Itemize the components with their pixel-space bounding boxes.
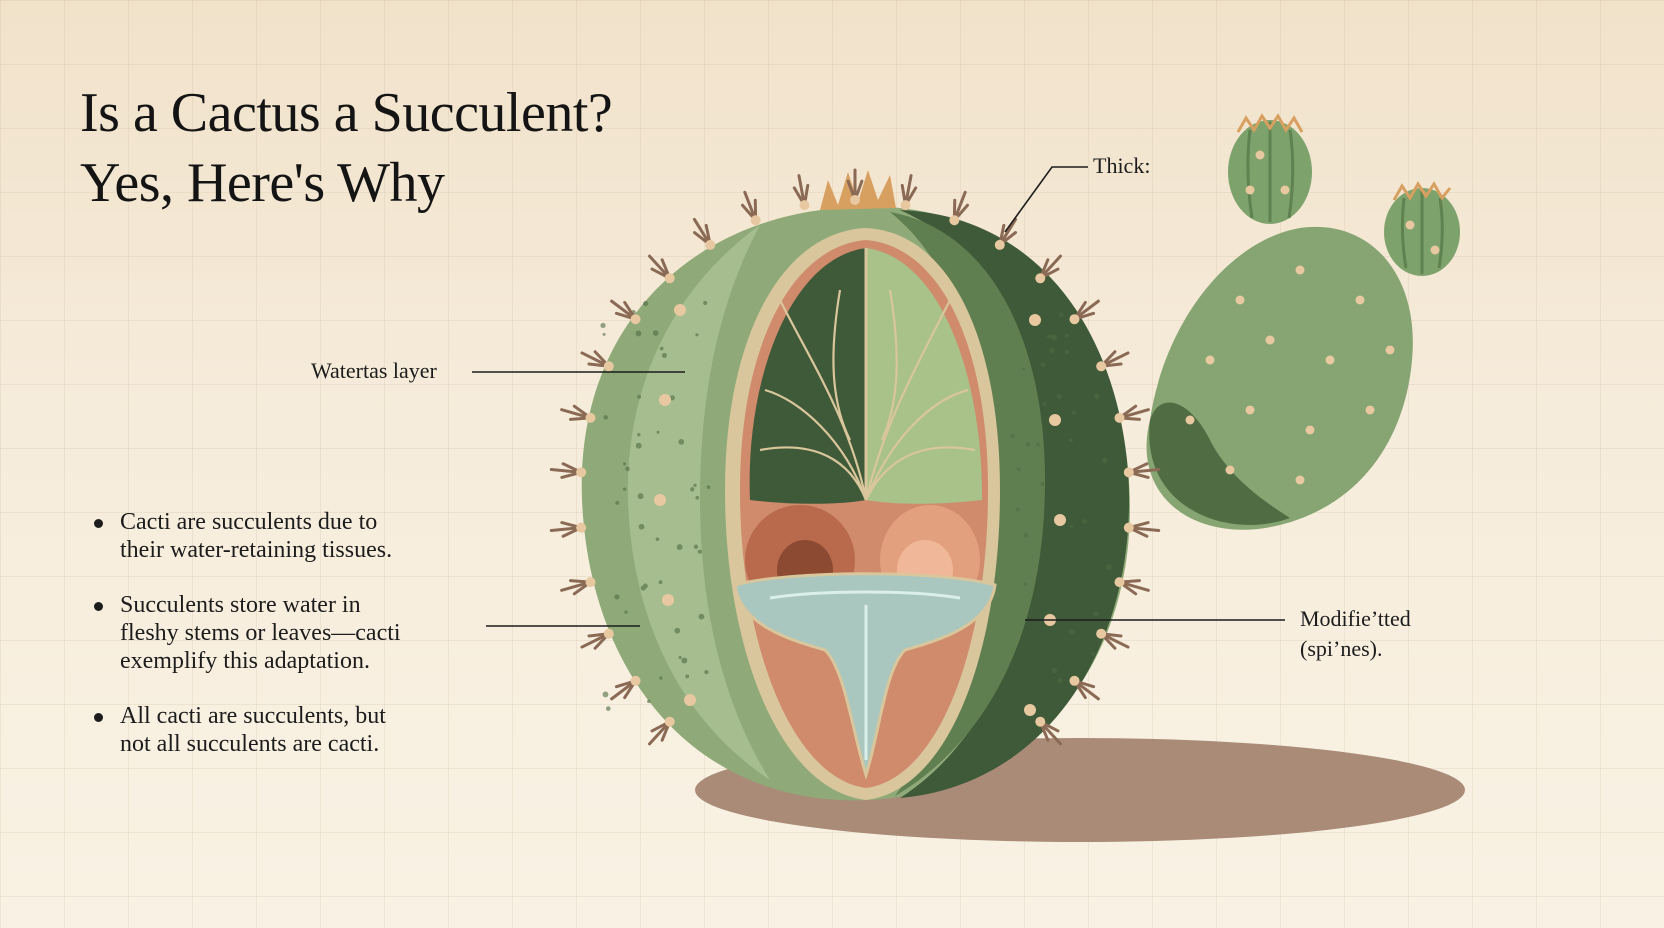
bud-2-crown [1392,181,1452,201]
bullet-dot [94,519,103,528]
title-line-2: Yes, Here's Why [80,152,445,214]
label-water-layer: Watertas layer [311,358,437,383]
barrel-left-rib [627,225,770,780]
fact-1-line-2: their water-retaining tissues. [120,537,393,563]
label-modified-line-2: (spi’nes). [1300,636,1383,661]
fact-item: Succulents store water in fleshy stems o… [92,591,492,675]
spine-cluster [648,254,675,284]
spine-cluster [1123,462,1161,479]
fact-2-line-3: exemplify this adaptation. [120,648,370,674]
bud-1-ribs [1246,122,1295,222]
spine-cluster [1069,299,1100,325]
label-modified-spines: Modifie’tted (spi’nes). [1300,604,1411,664]
barrel-texture-dots [600,300,1112,711]
spine-cluster [549,462,587,479]
spine-cluster [692,217,716,250]
fact-3-line-1: All cacti are succulents, but [120,703,386,729]
spine-cluster [1035,254,1062,284]
label-thick: Thick: [1093,153,1151,178]
barrel-spines [549,168,1161,746]
vascular-veins [759,289,976,501]
spine-cluster [1035,716,1062,746]
barrel-mid-band [890,212,1045,796]
label-leader-lines [472,166,1285,627]
spine-cluster [740,190,761,226]
spine-cluster [994,217,1018,250]
areole [654,494,666,506]
spine-cluster [1114,577,1150,596]
spine-cluster [560,577,596,596]
fact-item: All cacti are succulents, but not all su… [92,702,492,758]
spine-cluster [1096,628,1130,650]
areole [1029,314,1041,326]
main-pad-shade [1149,402,1290,525]
fact-1-line-1: Cacti are succulents due to [120,509,378,535]
areole [684,694,696,706]
fact-3-line-2: not all succulents are cacti. [120,731,380,757]
areole [1024,704,1036,716]
spine-cluster [549,521,587,538]
barrel-shadow-side [900,210,1130,798]
areole [1049,414,1061,426]
spine-cluster [1123,521,1161,538]
spine-cluster [648,716,675,746]
barrel-crown [820,170,896,210]
spine-cluster [949,190,970,226]
thick-leader [1004,166,1088,233]
areole [662,594,674,606]
barrel-cactus [549,168,1161,801]
spine-cluster [1096,350,1130,372]
bullet-dot [94,713,103,722]
spine-cluster [792,174,810,211]
areole [674,304,686,316]
areole [659,394,671,406]
bud-1-crown [1236,113,1304,133]
spine-cluster [1114,404,1150,423]
fact-list: Cacti are succulents due to their water-… [92,508,492,785]
page-title: Is a Cactus a Succulent? Yes, Here's Why [80,78,613,218]
spine-cluster [560,404,596,423]
water-flow-line [769,590,961,760]
label-modified-line-1: Modifie’tted [1300,606,1411,631]
green-flesh-right [866,248,983,504]
pad-areoles [1185,150,1440,485]
title-line-1: Is a Cactus a Succulent? [80,82,613,144]
fact-item: Cacti are succulents due to their water-… [92,508,492,564]
spine-cluster [610,675,641,701]
spine-cluster [900,174,918,211]
spine-cluster [580,628,614,650]
bud-2-ribs [1400,190,1444,274]
prickly-pear-cactus [1146,113,1460,530]
spine-cluster [580,350,614,372]
spine-cluster [846,168,864,205]
fact-2-line-2: fleshy stems or leaves—cacti [120,620,401,646]
areole [1054,514,1066,526]
bullet-dot [94,602,103,611]
spine-cluster [610,299,641,325]
fact-2-line-1: Succulents store water in [120,592,361,618]
spine-cluster [1069,675,1100,701]
